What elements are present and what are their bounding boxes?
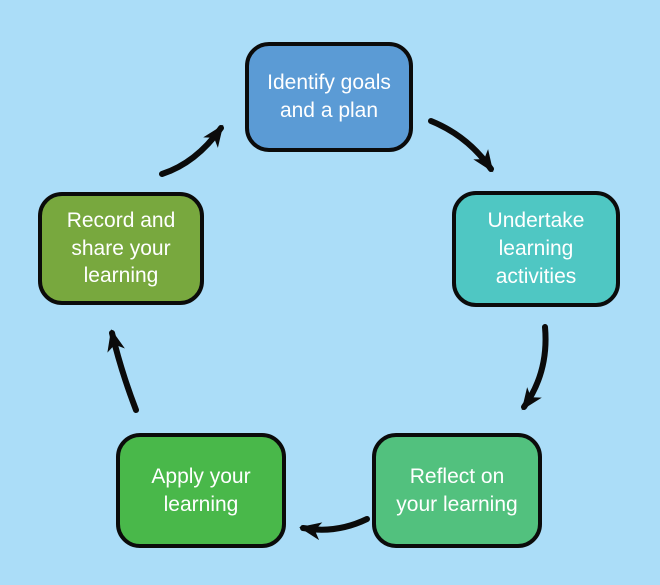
node-apply-your-learning: Apply your learning [116, 433, 286, 548]
node-reflect-on-your-learning: Reflect on your learning [372, 433, 542, 548]
arrow-identify-to-undertake [428, 118, 494, 173]
arrow-reflect-to-apply [299, 516, 370, 541]
node-record-and-share-your-learning: Record and share your learning [38, 192, 204, 305]
node-identify-goals: Identify goals and a plan [245, 42, 413, 152]
arrow-record-to-identify [159, 124, 224, 177]
arrow-apply-to-record [107, 329, 139, 413]
arrow-undertake-to-reflect [521, 324, 549, 411]
node-undertake-learning-activities: Undertake learning activities [452, 191, 620, 307]
